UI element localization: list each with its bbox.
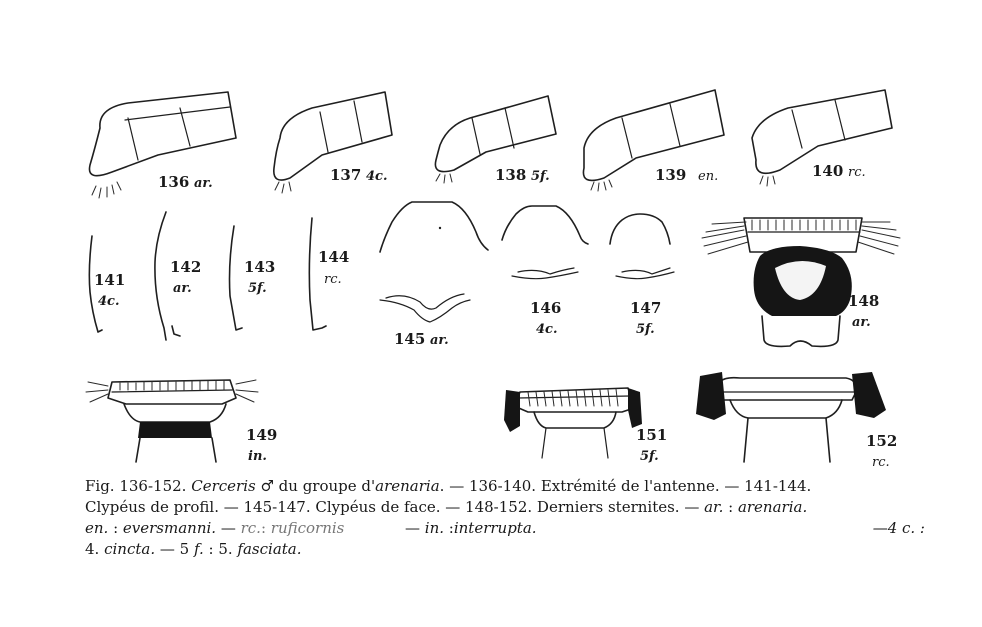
fig-144-number: 144 xyxy=(318,248,349,266)
clypeus-profile-141-drawing xyxy=(88,235,103,333)
caption-abbr: ar. xyxy=(704,498,724,516)
sternite-149-drawing xyxy=(85,379,259,463)
fig-147-abbr: 5f. xyxy=(636,322,655,337)
caption-abbr: en. xyxy=(85,519,109,537)
clypeus-face-146-drawing xyxy=(501,205,589,280)
fig-144-abbr: rc. xyxy=(324,272,342,287)
caption-species: arenaria xyxy=(375,477,440,495)
fig-138-number: 138 xyxy=(495,166,526,184)
caption-line-1: Fig. 136-152. Cerceris ♂ du groupe d'are… xyxy=(85,476,925,497)
figure-labels: 136 ar. 137 4c. 138 5f. 139 en. 140 rc. … xyxy=(94,162,897,470)
caption-abbr: —4 c. : xyxy=(872,519,925,537)
fig-141-number: 141 xyxy=(94,271,125,289)
figure-plate: 136 ar. 137 4c. 138 5f. 139 en. 140 rc. … xyxy=(85,89,901,470)
caption-text: : xyxy=(723,498,738,516)
caption-abbr: f. xyxy=(193,540,204,558)
fig-138-abbr: 5f. xyxy=(531,169,550,184)
caption-species: ruficornis xyxy=(270,519,345,537)
caption-text: : xyxy=(108,519,123,537)
caption-text: Clypéus de profil. — 145-147. Clypéus de… xyxy=(85,498,705,516)
caption-species: arenaria. xyxy=(737,498,808,516)
male-symbol: ♂ xyxy=(255,477,279,495)
fig-147-number: 147 xyxy=(630,299,661,317)
fig-145-abbr: ar. xyxy=(430,333,449,348)
fig-143-abbr: 5f. xyxy=(248,281,267,296)
caption-text: 4. xyxy=(85,540,105,558)
caption-line-3: en. : eversmanni. — rc.: ruficornis — in.… xyxy=(85,518,925,539)
caption-text: du groupe d' xyxy=(278,477,376,495)
caption-abbr: rc. xyxy=(240,519,261,537)
antenna-140-drawing xyxy=(751,89,893,187)
fig-141-abbr: 4c. xyxy=(98,294,120,309)
caption-species: fasciata. xyxy=(237,540,302,558)
fig-139-number: 139 xyxy=(655,166,686,184)
sternite-152-drawing xyxy=(696,372,886,463)
fig-146-abbr: 4c. xyxy=(536,322,558,337)
clypeus-profile-142-drawing xyxy=(154,211,181,341)
antenna-138-drawing xyxy=(434,95,557,184)
fig-149-abbr: in. xyxy=(248,449,267,464)
caption-interrupta-group: — in. :interrupta. xyxy=(405,518,537,539)
caption-text: : 5. xyxy=(203,540,238,558)
fig-146-number: 146 xyxy=(530,299,561,317)
fig-137-abbr: 4c. xyxy=(366,169,388,184)
fig-149-number: 149 xyxy=(246,426,277,444)
fig-142-number: 142 xyxy=(170,258,201,276)
fig-148-number: 148 xyxy=(848,292,879,310)
clypeus-profile-143-drawing xyxy=(228,225,243,331)
sternite-151-drawing xyxy=(504,387,642,459)
fig-142-abbr: ar. xyxy=(173,281,192,296)
caption-abbr: in. xyxy=(424,519,445,537)
fig-140-number: 140 xyxy=(812,162,843,180)
caption-text: Fig. 136-152. xyxy=(85,477,192,495)
sternite-148-drawing xyxy=(701,217,901,348)
fig-136-number: 136 xyxy=(158,173,189,191)
fig-143-number: 143 xyxy=(244,258,275,276)
caption-species: interrupta. xyxy=(453,519,537,537)
caption-genus: Cerceris xyxy=(191,477,256,495)
fig-140-abbr: rc. xyxy=(848,165,866,180)
fig-139-abbr: en. xyxy=(698,169,718,184)
figure-caption: Fig. 136-152. Cerceris ♂ du groupe d'are… xyxy=(85,476,925,560)
fig-148-abbr: ar. xyxy=(852,315,871,330)
fig-152-abbr: rc. xyxy=(872,455,890,470)
fig-151-number: 151 xyxy=(636,426,667,444)
fig-145-number: 145 xyxy=(394,330,425,348)
caption-species: eversmanni. xyxy=(122,519,217,537)
fig-152-number: 152 xyxy=(866,432,897,450)
clypeus-profile-144-drawing xyxy=(308,217,327,331)
antenna-136-drawing xyxy=(88,91,237,199)
clypeus-face-147-drawing xyxy=(609,213,675,280)
fig-151-abbr: 5f. xyxy=(640,449,659,464)
fig-136-abbr: ar. xyxy=(194,176,213,191)
caption-text: . — 136-140. Extrémité de l'antenne. — 1… xyxy=(439,477,812,495)
caption-text: — 5 xyxy=(155,540,194,558)
caption-species: cincta. xyxy=(104,540,156,558)
antenna-139-drawing xyxy=(582,89,725,192)
caption-line-2: Clypéus de profil. — 145-147. Clypéus de… xyxy=(85,497,925,518)
caption-text: — xyxy=(405,519,425,537)
fig-137-number: 137 xyxy=(330,166,361,184)
caption-line-4: 4. cincta. — 5 f. : 5. fasciata. xyxy=(85,539,925,560)
antenna-137-drawing xyxy=(273,91,393,194)
caption-text: — xyxy=(216,519,241,537)
caption-text: : xyxy=(260,519,271,537)
clypeus-face-145-drawing xyxy=(379,201,489,323)
caption-text: : xyxy=(444,519,454,537)
